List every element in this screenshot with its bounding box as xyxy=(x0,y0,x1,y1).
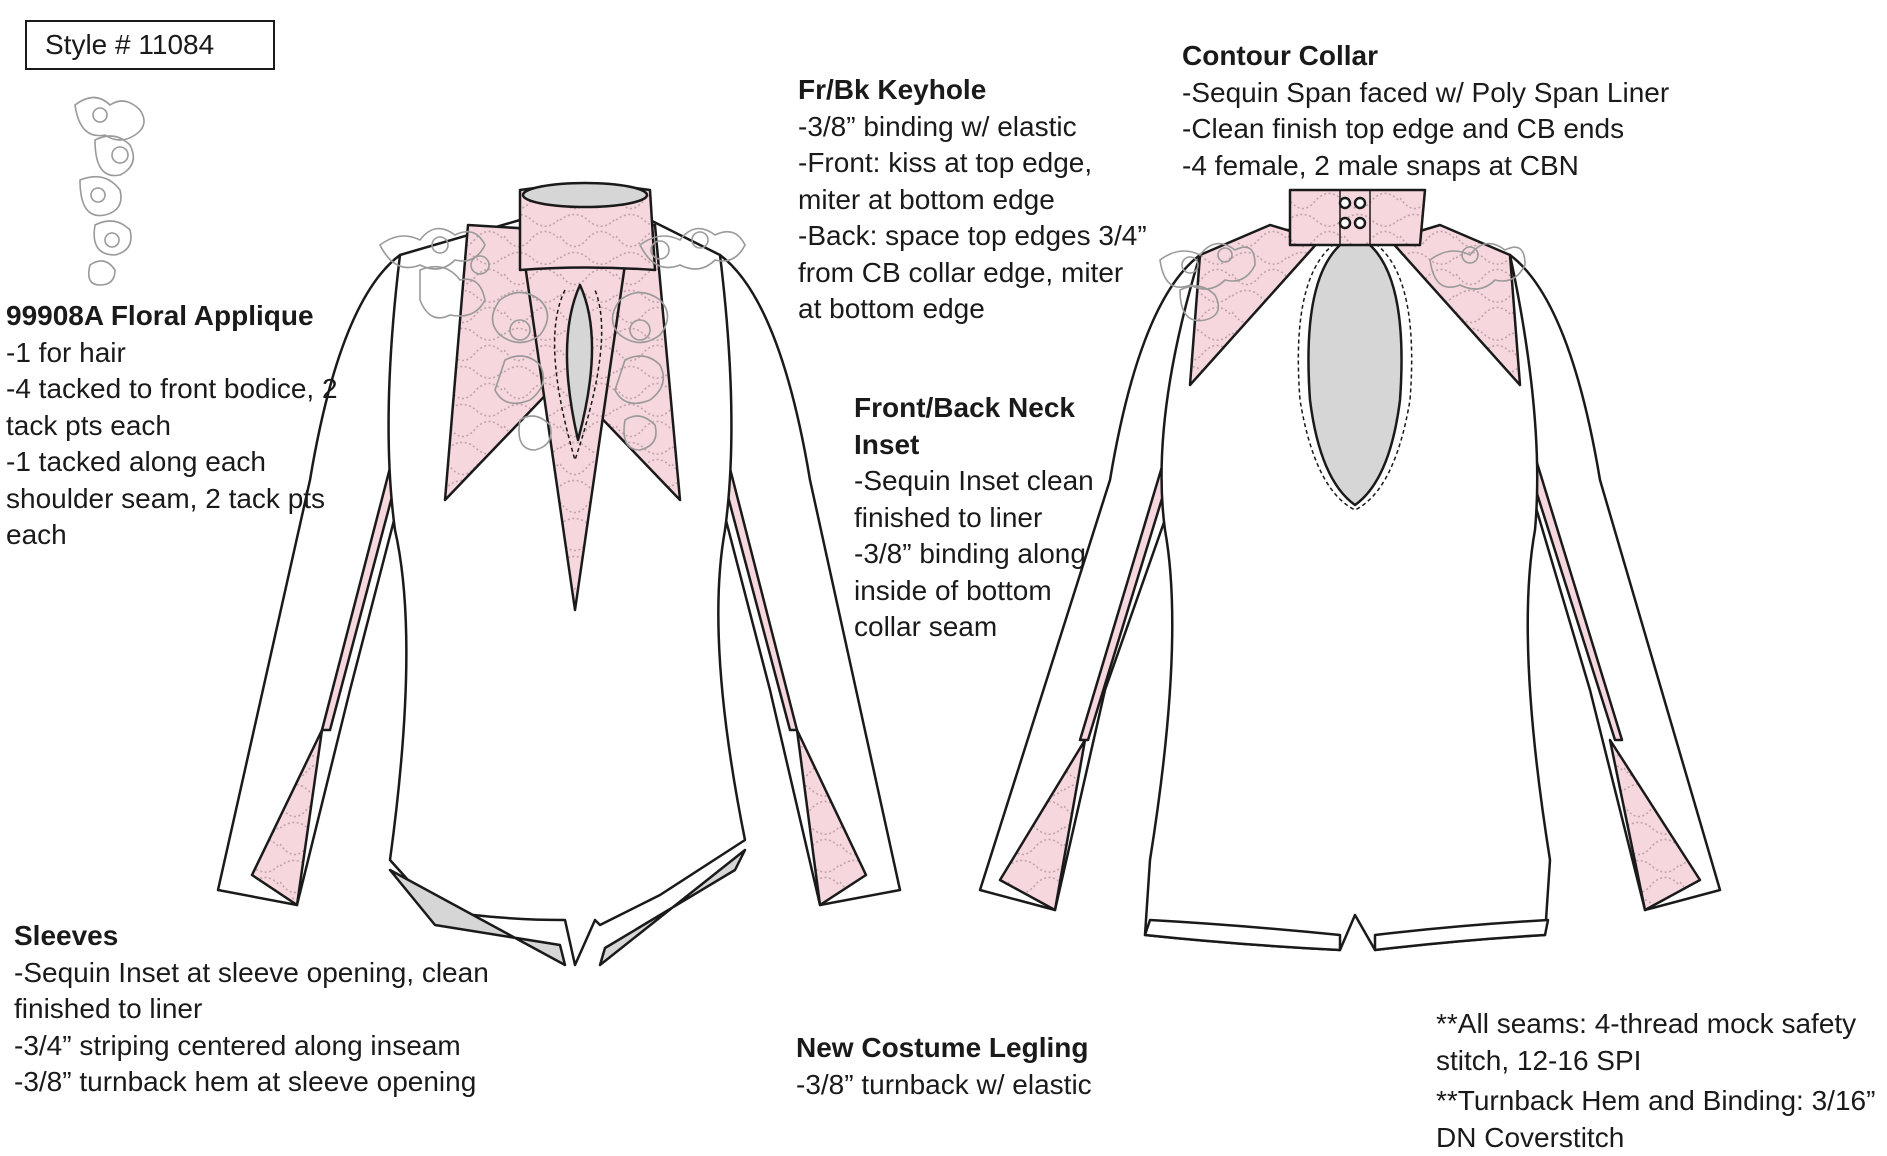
note-line: shoulder seam, 2 tack pts xyxy=(6,482,326,514)
back-view xyxy=(978,188,1722,952)
note-collar: Contour Collar -Sequin Span faced w/ Pol… xyxy=(1182,38,1669,184)
note-line: at bottom edge xyxy=(798,293,985,324)
note-line: -3/8” turnback hem at sleeve opening xyxy=(14,1066,477,1097)
note-line: -3/8” turnback w/ elastic xyxy=(796,1068,1092,1100)
note-keyhole-heading: Fr/Bk Keyhole xyxy=(798,74,987,105)
back-keyhole xyxy=(1307,233,1403,507)
back-right-sleeve-inset xyxy=(1608,738,1702,912)
note-applique-heading: 99908A Floral Applique xyxy=(6,300,314,331)
note-line: -3/8” binding w/ elastic xyxy=(798,110,1077,142)
note-line: from CB collar edge, miter xyxy=(798,256,1124,288)
note-line: tack pts each xyxy=(6,409,171,441)
note-line: -Clean finish top edge and CB ends xyxy=(1182,113,1625,144)
note-line: **Turnback Hem and Binding: 3/16” xyxy=(1436,1085,1876,1116)
applique-swatch-icon xyxy=(74,96,145,286)
note-line: -Front: kiss at top edge, xyxy=(798,147,1093,178)
back-leg-hem xyxy=(1143,918,1342,952)
note-line: stitch, 12-16 SPI xyxy=(1436,1044,1642,1076)
back-right-sleeve xyxy=(1508,253,1722,912)
note-seams: **All seams: 4-thread mock safety stitch… xyxy=(1436,1006,1875,1156)
note-line: -3/4” striping centered along inseam xyxy=(14,1029,461,1061)
note-line: -4 female, 2 male snaps at CBN xyxy=(1182,149,1579,181)
note-line: finished to liner xyxy=(14,993,203,1024)
note-line: inside of bottom xyxy=(854,574,1052,606)
front-left-leg-hem xyxy=(388,868,567,967)
note-neck-inset: Front/Back Neck Inset -Sequin Inset clea… xyxy=(854,390,1094,646)
front-left-sleeve-inset xyxy=(250,728,324,907)
note-line: **All seams: 4-thread mock safety xyxy=(1436,1008,1857,1039)
note-sleeves-heading: Sleeves xyxy=(14,920,119,951)
back-left-sleeve xyxy=(978,253,1202,912)
front-right-leg-hem xyxy=(598,848,747,967)
note-line: -Sequin Span faced w/ Poly Span Liner xyxy=(1182,76,1670,108)
front-collar-lining xyxy=(521,181,649,209)
front-keyhole xyxy=(565,283,594,442)
front-view xyxy=(216,181,902,967)
note-collar-heading: Contour Collar xyxy=(1182,40,1378,71)
snap xyxy=(1338,196,1352,210)
note-legging: New Costume Legling -3/8” turnback w/ el… xyxy=(796,1030,1092,1103)
note-neck-inset-heading: Inset xyxy=(854,428,920,460)
front-right-sleeve xyxy=(698,253,902,907)
note-line: finished to liner xyxy=(854,501,1043,533)
note-line: -1 tacked along each xyxy=(6,446,266,477)
back-applique-group xyxy=(1159,242,1526,322)
note-line: -Back: space top edges 3/4” xyxy=(798,220,1147,251)
front-right-sleeve-inset xyxy=(795,728,868,907)
note-sleeves: Sleeves -Sequin Inset at sleeve opening,… xyxy=(14,918,489,1101)
front-left-sleeve xyxy=(216,253,422,907)
note-keyhole: Fr/Bk Keyhole -3/8” binding w/ elastic -… xyxy=(798,72,1147,328)
note-applique: 99908A Floral Applique -1 for hair -4 ta… xyxy=(6,298,338,554)
note-line: collar seam xyxy=(854,611,998,642)
note-line: DN Coverstitch xyxy=(1436,1121,1625,1153)
note-line: miter at bottom edge xyxy=(798,183,1055,215)
note-line: -Sequin Inset clean xyxy=(854,465,1094,496)
note-legging-heading: New Costume Legling xyxy=(796,1032,1089,1063)
back-left-sleeve-inset xyxy=(998,738,1087,912)
note-line: each xyxy=(6,519,67,550)
note-line: -4 tacked to front bodice, 2 xyxy=(6,373,338,404)
note-neck-inset-heading: Front/Back Neck xyxy=(854,392,1075,423)
note-line: -3/8” binding along xyxy=(854,538,1086,569)
note-line: -1 for hair xyxy=(6,336,126,368)
front-applique-group xyxy=(378,227,746,451)
note-line: -Sequin Inset at sleeve opening, clean xyxy=(14,956,489,988)
style-number-label: Style # 11084 xyxy=(25,20,275,70)
